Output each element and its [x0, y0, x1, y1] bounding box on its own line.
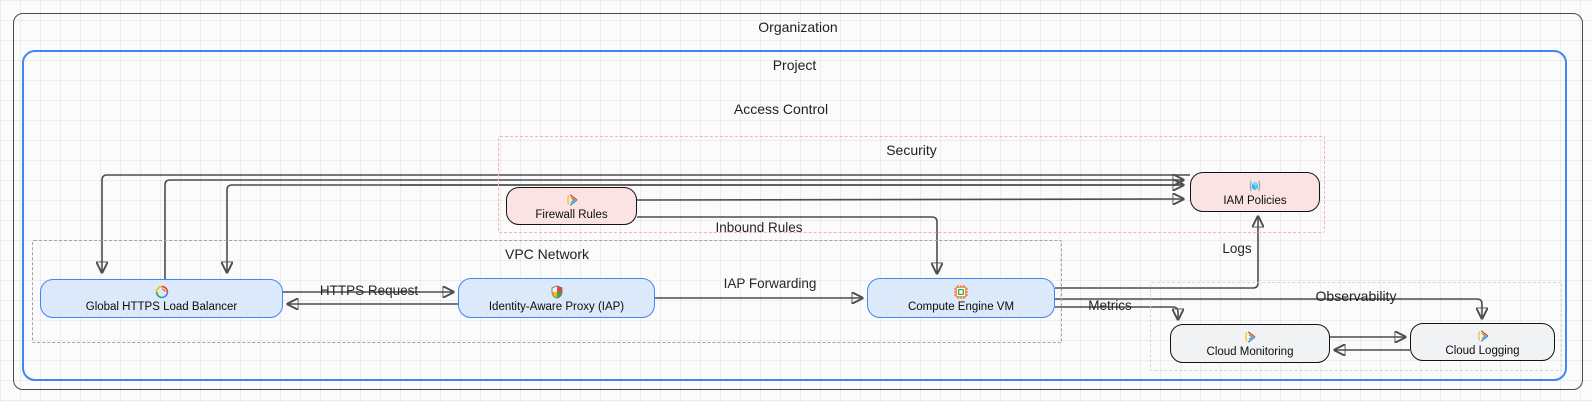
access-control-label: Access Control — [733, 101, 829, 117]
node-label: Cloud Logging — [1445, 344, 1520, 357]
shield-icon — [549, 284, 565, 300]
security-container: Security — [498, 136, 1325, 233]
vpc-network-container: VPC Network — [32, 240, 1062, 343]
node-label: Cloud Monitoring — [1206, 346, 1294, 358]
gcp-service-arrow-icon — [564, 192, 580, 208]
edge-label-metrics: Metrics — [1088, 298, 1132, 313]
edge-label-inbound-rules: Inbound Rules — [715, 220, 803, 235]
node-cloud-monitoring: Cloud Monitoring — [1170, 324, 1330, 363]
gcp-service-arrow-icon — [1242, 329, 1258, 345]
node-label: Global HTTPS Load Balancer — [85, 301, 238, 313]
node-global-https-load-balancer: Global HTTPS Load Balancer — [40, 279, 283, 318]
edge-label-https-request: HTTPS Request — [319, 283, 419, 298]
project-label: Project — [772, 57, 817, 73]
node-compute-engine-vm: Compute Engine VM — [867, 278, 1055, 318]
project-container: Project — [22, 50, 1567, 381]
vpc-network-label: VPC Network — [504, 246, 590, 262]
observability-container: Observability — [1150, 282, 1562, 371]
node-label: Firewall Rules — [535, 208, 608, 221]
node-label: Compute Engine VM — [907, 300, 1015, 313]
chip-icon — [953, 284, 969, 300]
node-cloud-logging: Cloud Logging — [1410, 323, 1555, 361]
organization-container: Organization — [13, 13, 1583, 390]
node-iam-policies: IAM Policies — [1190, 172, 1320, 212]
node-identity-aware-proxy: Identity-Aware Proxy (IAP) — [458, 278, 655, 318]
load-balancer-swirl-icon — [154, 284, 170, 300]
gcp-service-arrow-icon — [1475, 328, 1491, 344]
node-label: Identity-Aware Proxy (IAP) — [488, 300, 625, 313]
organization-label: Organization — [758, 19, 838, 35]
node-label: IAM Policies — [1223, 194, 1287, 207]
edge-label-iap-forwarding: IAP Forwarding — [723, 276, 817, 291]
security-label: Security — [886, 142, 937, 158]
edge-label-logs: Logs — [1222, 241, 1252, 256]
observability-label: Observability — [1315, 288, 1397, 304]
iam-cube-icon — [1247, 178, 1263, 194]
node-firewall-rules: Firewall Rules — [506, 187, 637, 225]
